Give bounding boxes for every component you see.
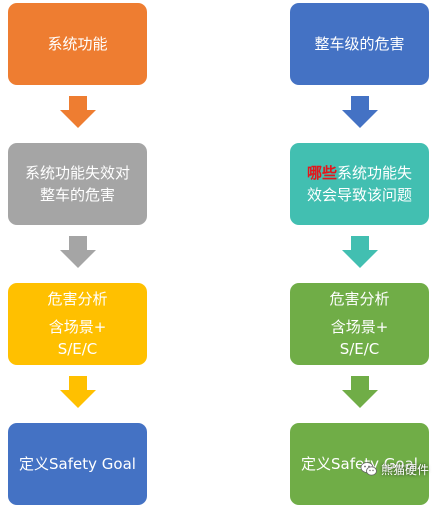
down-arrow-icon xyxy=(60,96,96,128)
left-box-failure-impact: 系统功能失效对 整车的危害 xyxy=(8,143,147,225)
right-box3-line1: 危害分析 xyxy=(329,290,390,308)
right-box2-line1-rest: 系统功能失 xyxy=(337,164,413,182)
left-box3-line2: 含场景+ xyxy=(48,318,107,336)
left-box-safety-goal: 定义Safety Goal xyxy=(8,423,147,505)
right-box-vehicle-hazard: 整车级的危害 xyxy=(290,3,429,85)
watermark-text: 熊猫硬件 xyxy=(380,462,429,477)
down-arrow-icon xyxy=(342,376,378,408)
right-box3-line2: 含场景+ xyxy=(330,318,389,336)
wechat-icon xyxy=(360,462,377,476)
highlight-text: 哪些 xyxy=(306,164,337,182)
right-box1-text: 整车级的危害 xyxy=(314,35,405,53)
down-arrow-icon xyxy=(342,96,378,128)
right-box-which-failures: 哪些系统功能失 效会导致该问题 xyxy=(290,143,429,225)
left-box3-line1: 危害分析 xyxy=(47,290,108,308)
down-arrow-icon xyxy=(342,236,378,268)
right-box2-line1: 哪些系统功能失 xyxy=(307,162,412,184)
left-box-system-function: 系统功能 xyxy=(8,3,147,85)
right-flow-column: 整车级的危害 哪些系统功能失 效会导致该问题 危害分析 含场景+ S/E/C 定… xyxy=(290,0,429,505)
left-box-hazard-analysis: 危害分析 含场景+ S/E/C xyxy=(8,283,147,365)
watermark: 熊猫硬件 xyxy=(360,460,429,478)
right-box3-line3: S/E/C xyxy=(339,340,380,358)
right-box2-line2: 效会导致该问题 xyxy=(306,186,412,204)
left-box1-text: 系统功能 xyxy=(47,35,108,53)
right-box-hazard-analysis: 危害分析 含场景+ S/E/C xyxy=(290,283,429,365)
left-flow-column: 系统功能 系统功能失效对 整车的危害 危害分析 含场景+ S/E/C 定义Saf… xyxy=(8,0,147,505)
left-box2-line2: 整车的危害 xyxy=(39,186,115,204)
left-box4-text: 定义Safety Goal xyxy=(19,455,136,473)
right-box4-text: 定义Safety Goal xyxy=(301,455,418,473)
left-box2-line1: 系统功能失效对 xyxy=(24,164,130,182)
left-box3-line3: S/E/C xyxy=(57,340,98,358)
down-arrow-icon xyxy=(60,236,96,268)
down-arrow-icon xyxy=(60,376,96,408)
